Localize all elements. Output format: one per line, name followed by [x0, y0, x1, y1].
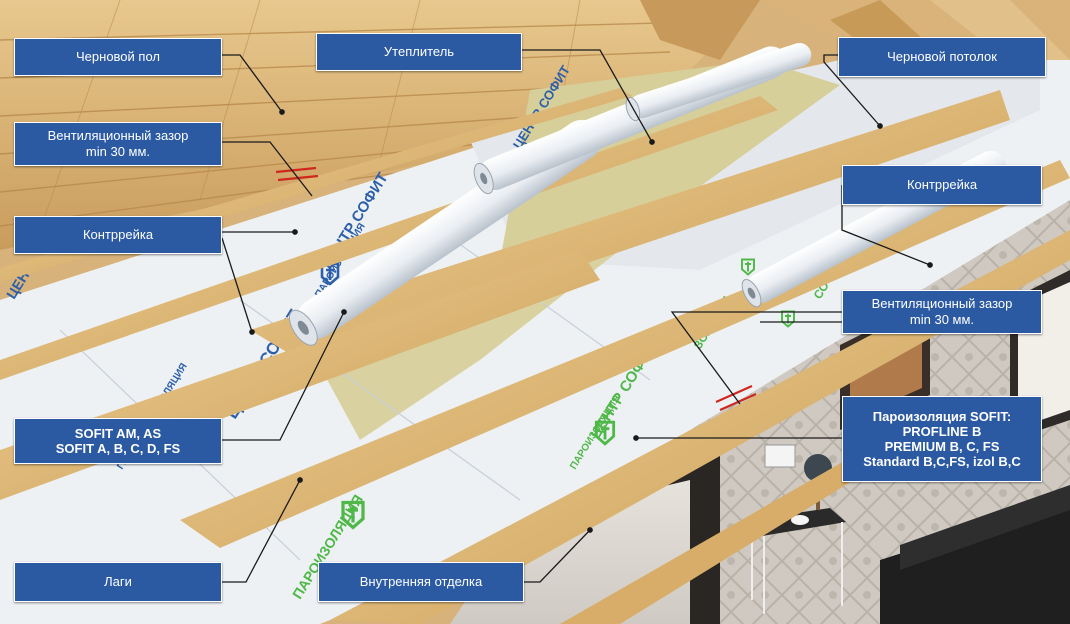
label-vent-zazor-right: Вентиляционный зазор min 30 мм.	[842, 290, 1042, 334]
label-chernovoy-pol: Черновой пол	[14, 38, 222, 76]
sofa	[880, 500, 1070, 624]
counter-batten-3	[250, 90, 1010, 360]
label-lagi: Лаги	[14, 562, 222, 602]
label-kontrreyka-left: Контррейка	[14, 216, 222, 254]
label-sofit-am-as: SOFIT AM, AS SOFIT A, B, C, D, FS	[14, 418, 222, 464]
label-chernovoy-potolok: Черновой потолок	[838, 37, 1046, 77]
label-kontrreyka-right: Контррейка	[842, 165, 1042, 205]
label-paroizolyatsiya: Пароизоляция SOFIT: PROFLINE B PREMIUM B…	[842, 396, 1042, 482]
counter-batten-2	[0, 96, 778, 380]
label-uteplitel: Утеплитель	[316, 33, 522, 71]
label-vent-zazor-left: Вентиляционный зазор min 30 мм.	[14, 122, 222, 166]
leader-lines	[221, 49, 933, 583]
label-vnutrennyaya-otdelka: Внутренняя отделка	[318, 562, 524, 602]
